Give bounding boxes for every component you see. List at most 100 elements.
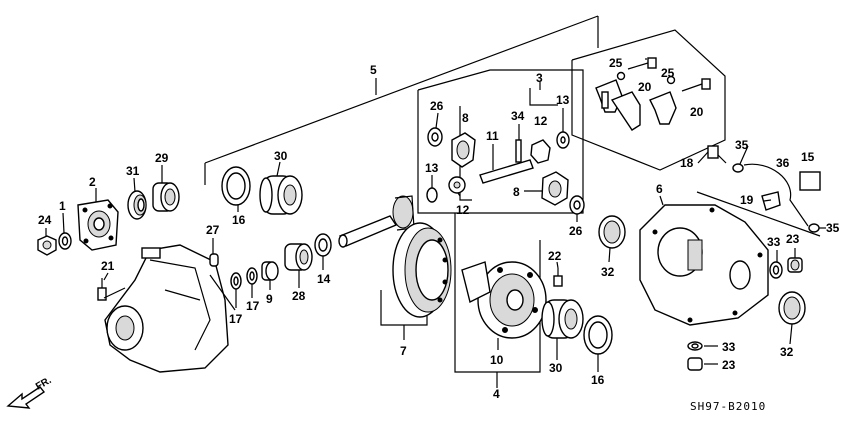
part-pin-34 — [515, 139, 522, 163]
callout-12-left: 12 — [456, 203, 470, 217]
callout-30-left: 30 — [274, 149, 288, 163]
callout-4: 4 — [493, 387, 500, 401]
part-washer-1 — [58, 232, 72, 250]
part-ring-gear — [392, 222, 452, 318]
part-oil-seal-16-left — [221, 166, 251, 206]
part-side-gear-8-bottom — [541, 171, 569, 206]
part-bearing-28 — [284, 243, 313, 271]
callout-16-right: 16 — [591, 373, 605, 387]
callout-32-top: 32 — [601, 265, 615, 279]
front-direction-arrow: FR. — [6, 375, 54, 409]
part-bearing-30-right — [541, 299, 584, 339]
part-thrust-washer-26-top — [427, 127, 443, 147]
callout-17-left: 17 — [229, 312, 243, 326]
part-shim-17a — [230, 272, 242, 290]
callout-32-bottom: 32 — [780, 345, 794, 359]
callout-10: 10 — [490, 353, 504, 367]
part-pinion-gear — [338, 195, 415, 248]
callout-3: 3 — [536, 71, 543, 85]
callout-11: 11 — [486, 129, 499, 143]
callout-1: 1 — [59, 199, 66, 213]
callout-28: 28 — [292, 289, 306, 303]
part-oil-seal-32-top — [598, 215, 626, 249]
part-rear-cover-6 — [639, 204, 769, 326]
part-oil-seal-32-bottom — [778, 291, 806, 325]
part-bearing-cap-lower — [610, 91, 677, 131]
part-spacer-27 — [209, 253, 219, 267]
callout-29: 29 — [155, 151, 169, 165]
part-washer-25b — [666, 75, 676, 85]
part-collar-9 — [261, 261, 279, 281]
part-washer-25a — [616, 71, 626, 81]
part-companion-flange-2 — [77, 199, 119, 251]
part-plug-23a — [787, 257, 803, 273]
callout-16-left: 16 — [232, 213, 246, 227]
callout-8-top: 8 — [462, 111, 469, 125]
callout-13-right: 13 — [556, 93, 570, 107]
part-oil-seal-16-right — [583, 315, 613, 355]
callout-17-right: 17 — [246, 299, 260, 313]
part-label-15 — [799, 171, 821, 191]
part-shim-14 — [314, 233, 332, 257]
part-clip-35b — [808, 223, 820, 233]
callout-5: 5 — [370, 63, 377, 77]
callout-19: 19 — [740, 193, 754, 207]
callout-22: 22 — [548, 249, 562, 263]
callout-30-right: 30 — [549, 361, 563, 375]
callout-7: 7 — [400, 344, 407, 358]
part-bolt-22 — [553, 268, 563, 287]
callout-15: 15 — [801, 150, 815, 164]
part-pinion-12-left — [448, 176, 466, 194]
callout-35-top: 35 — [735, 138, 749, 152]
callout-25-top: 25 — [609, 56, 623, 70]
part-washer-13-left — [426, 187, 438, 203]
callout-25-bottom: 25 — [661, 66, 675, 80]
callout-24: 24 — [38, 213, 52, 227]
callout-14: 14 — [317, 272, 331, 286]
callout-23-bottom: 23 — [722, 358, 736, 372]
callout-18: 18 — [680, 156, 694, 170]
callout-labels: 1 2 3 4 5 6 7 8 8 9 10 11 12 12 13 13 14… — [38, 56, 840, 401]
part-bracket-19 — [761, 191, 781, 211]
part-vent-tube-36 — [743, 163, 809, 227]
part-pinion-12-right — [530, 139, 551, 164]
callout-9: 9 — [266, 292, 273, 306]
front-label: FR. — [34, 375, 54, 393]
part-side-gear-8-top — [451, 132, 476, 168]
part-shim-17b — [246, 267, 258, 285]
part-lock-nut-24 — [37, 235, 57, 256]
callout-35-bottom: 35 — [826, 221, 840, 235]
part-bolt-20a — [627, 57, 657, 70]
part-bolt-20b — [681, 78, 711, 92]
part-washer-13-right — [556, 131, 570, 149]
part-washer-33b — [687, 341, 703, 351]
callout-2: 2 — [89, 175, 96, 189]
diagram-code: SH97-B2010 — [690, 400, 766, 413]
part-bearing-30-left — [259, 175, 303, 215]
part-plug-23b — [687, 357, 703, 371]
callout-8-bottom: 8 — [513, 185, 520, 199]
part-breather-18 — [697, 145, 719, 164]
part-bolt-21 — [97, 278, 126, 301]
part-carrier-housing — [104, 244, 236, 373]
part-thrust-washer-26-bottom — [569, 195, 585, 215]
callout-23-top: 23 — [786, 232, 800, 246]
callout-12-right: 12 — [534, 114, 548, 128]
callout-36: 36 — [776, 156, 790, 170]
part-washer-33a — [769, 261, 783, 279]
leader-lines — [45, 58, 826, 372]
callout-6: 6 — [656, 182, 663, 196]
part-pinion-shaft-11 — [479, 159, 534, 184]
part-oil-seal-31 — [127, 190, 147, 220]
part-diff-case-10 — [461, 261, 547, 339]
callout-26-bottom: 26 — [569, 224, 583, 238]
callout-20-top: 20 — [638, 80, 652, 94]
callout-31: 31 — [126, 164, 140, 178]
callout-27: 27 — [206, 223, 220, 237]
group-outline-lines — [204, 15, 821, 388]
callout-33-top: 33 — [767, 235, 781, 249]
callout-20-bottom: 20 — [690, 105, 704, 119]
callout-21: 21 — [101, 259, 115, 273]
callout-33-bottom: 33 — [722, 340, 736, 354]
